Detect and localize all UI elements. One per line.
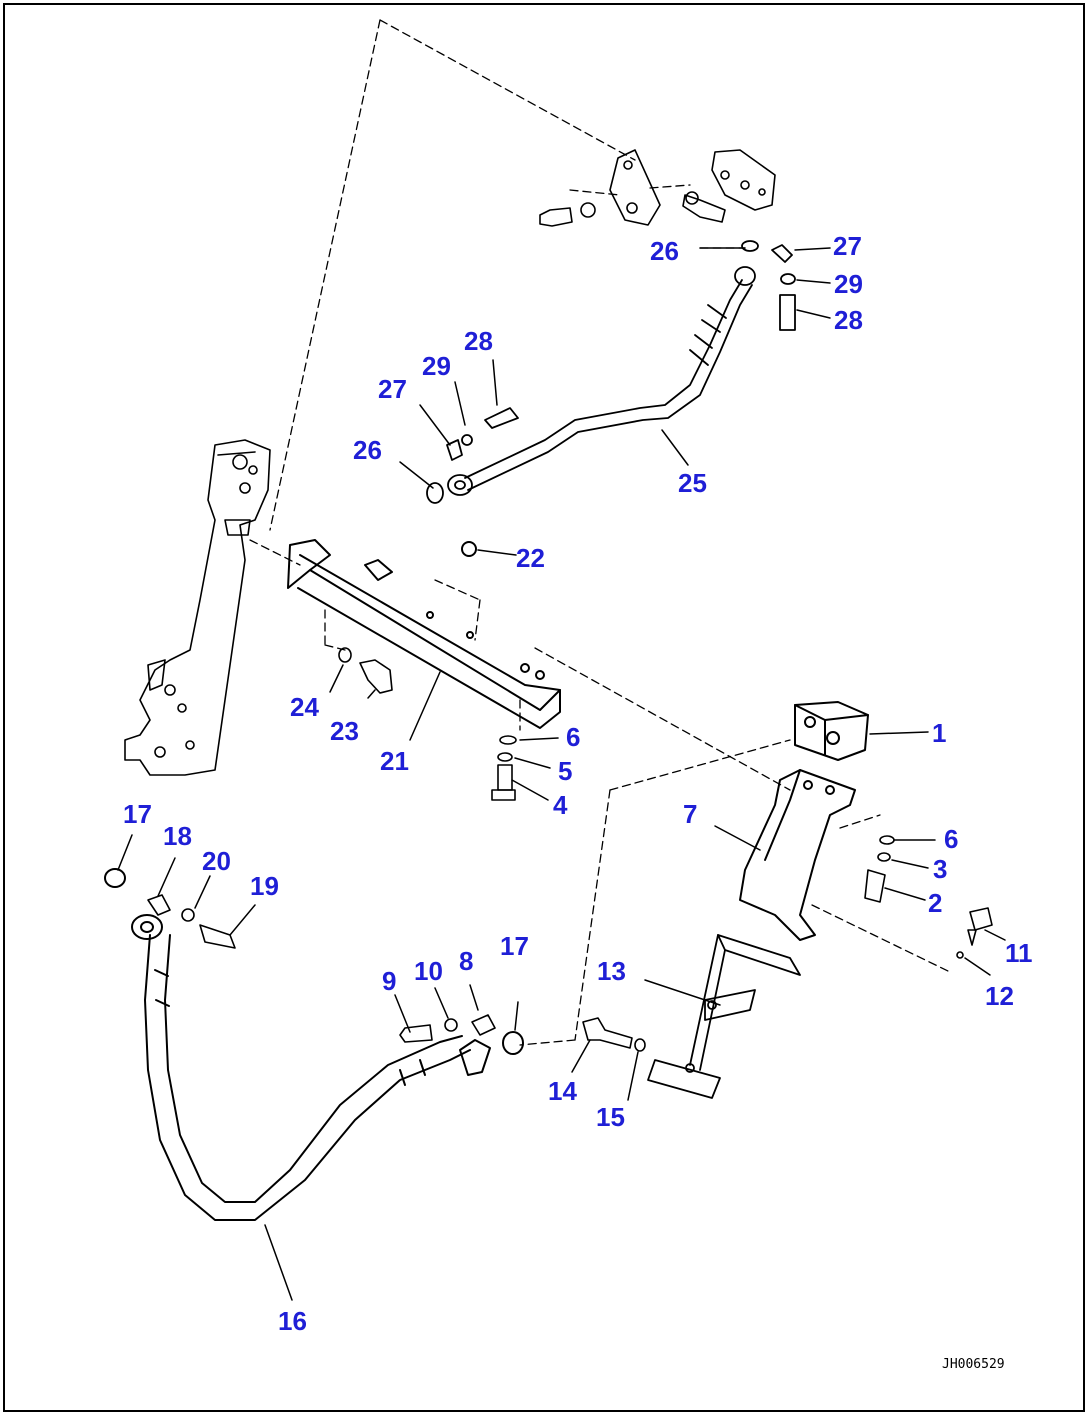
callout-6a: 6 — [566, 722, 580, 752]
drawing-border — [3, 3, 1085, 1412]
callout-20: 20 — [202, 846, 231, 876]
callout-10: 10 — [414, 956, 443, 986]
callout-11: 11 — [1005, 938, 1033, 968]
callout-6b: 6 — [944, 824, 958, 854]
tube-hardware — [338, 647, 517, 801]
callout-14: 14 — [548, 1076, 577, 1106]
callout-12: 12 — [985, 981, 1014, 1011]
leader-lines — [117, 247, 1006, 1301]
upper-mounting-bracket — [539, 149, 776, 227]
tube-21 — [287, 539, 561, 729]
callout-29a: 29 — [422, 351, 451, 381]
hose-16-hardware-left — [147, 894, 236, 949]
hose-16-hardware-middle — [399, 1014, 646, 1052]
callout-3: 3 — [933, 854, 947, 884]
callout-9: 9 — [382, 966, 396, 996]
callout-13: 13 — [597, 956, 626, 986]
callout-24: 24 — [290, 692, 319, 722]
callout-5: 5 — [558, 756, 572, 786]
callout-25: 25 — [678, 468, 707, 498]
hose-16 — [104, 868, 524, 1221]
bracket-13 — [647, 934, 801, 1099]
frame-side-member — [124, 439, 271, 776]
callout-23: 23 — [330, 716, 359, 746]
callout-4: 4 — [553, 790, 568, 820]
callout-8: 8 — [459, 946, 473, 976]
callout-17b: 17 — [500, 931, 529, 961]
callout-29b: 29 — [834, 269, 863, 299]
callout-26b: 26 — [650, 236, 679, 266]
callout-27a: 27 — [378, 374, 407, 404]
hose-25 — [426, 240, 796, 504]
callout-2: 2 — [928, 888, 942, 918]
callout-21: 21 — [380, 746, 409, 776]
callout-1: 1 — [932, 718, 946, 748]
callout-27b: 27 — [833, 231, 862, 261]
callout-19: 19 — [250, 871, 279, 901]
callout-26a: 26 — [353, 435, 382, 465]
callout-7: 7 — [683, 799, 697, 829]
bracket-7 — [739, 769, 856, 941]
callout-16: 16 — [278, 1306, 307, 1336]
bracket-hardware — [864, 835, 993, 959]
callout-15: 15 — [596, 1102, 625, 1132]
callout-labels: 1 2 3 4 5 6 6 7 8 9 10 11 12 13 14 15 16… — [123, 231, 1033, 1336]
callout-18: 18 — [163, 821, 192, 851]
drawing-reference-number: JH006529 — [942, 1357, 1005, 1372]
callout-22: 22 — [516, 543, 545, 573]
callout-28a: 28 — [464, 326, 493, 356]
callout-17a: 17 — [123, 799, 152, 829]
callout-28b: 28 — [834, 305, 863, 335]
dashed-reference-lines — [249, 19, 951, 1046]
block-1 — [794, 701, 869, 761]
